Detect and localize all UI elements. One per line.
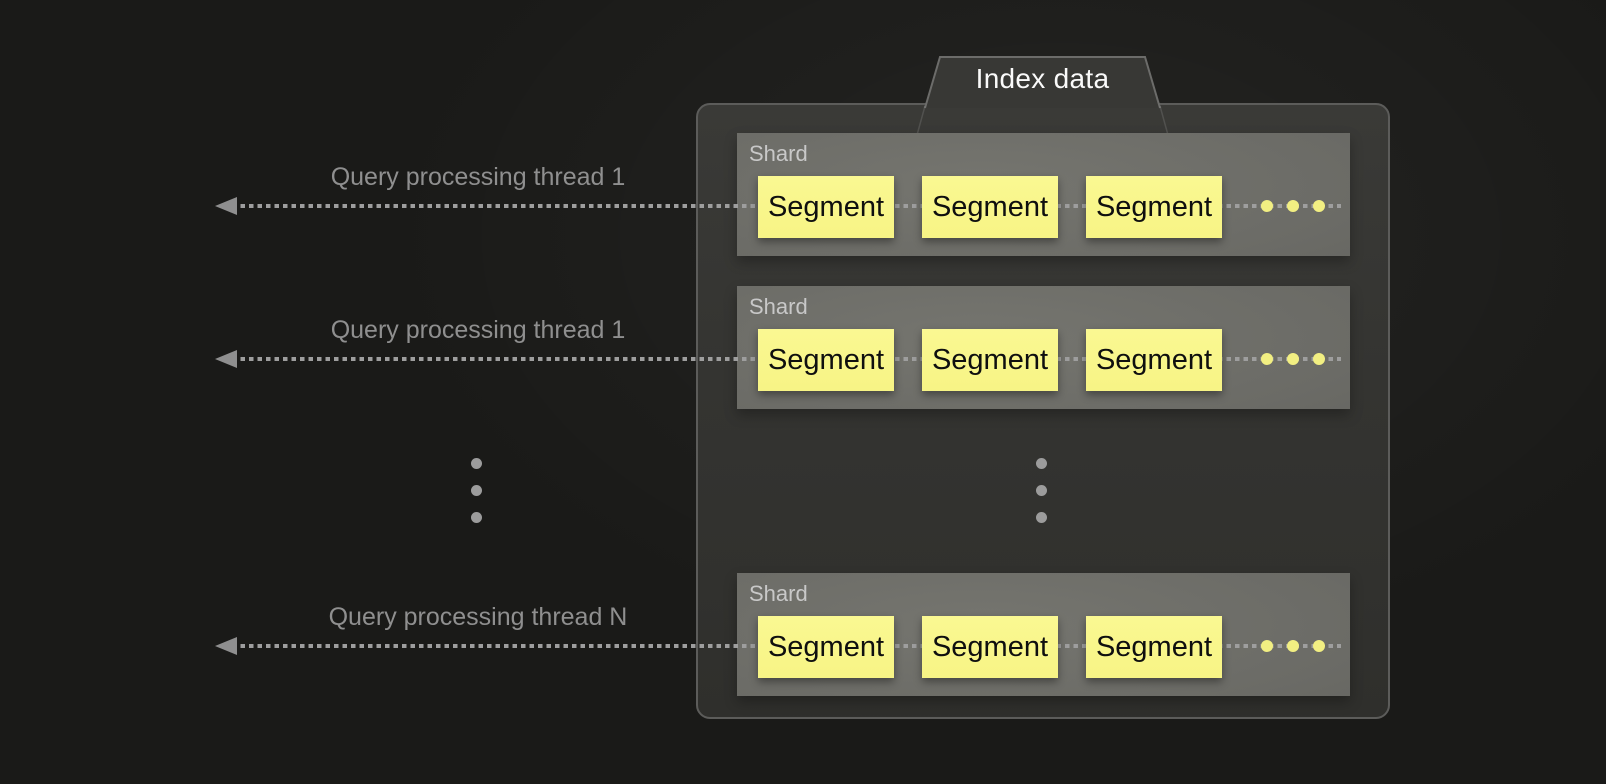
- tab-flap-line-left: [916, 105, 926, 136]
- segment-box: Segment: [758, 616, 894, 678]
- segment-box: Segment: [922, 616, 1058, 678]
- segment-ellipsis-dot: [1261, 353, 1273, 365]
- segment-ellipsis-dot: [1313, 353, 1325, 365]
- ellipsis-dot: [1036, 458, 1047, 469]
- query-thread-label: Query processing thread 1: [330, 163, 626, 191]
- shard-row: Shard Segment Segment Segment: [737, 133, 1350, 256]
- query-thread-label: Query processing thread N: [328, 603, 628, 631]
- segment-ellipsis-dot: [1261, 640, 1273, 652]
- tab-flap-line-right: [1159, 105, 1169, 136]
- ellipsis-dot: [1036, 485, 1047, 496]
- ellipsis-dot: [471, 512, 482, 523]
- index-data-tab-label: Index data: [975, 63, 1110, 94]
- segment-ellipsis-dot: [1287, 640, 1299, 652]
- segment-box: Segment: [922, 176, 1058, 238]
- ellipsis-dot: [471, 458, 482, 469]
- segment-box: Segment: [1086, 616, 1222, 678]
- segment-ellipsis-dot: [1287, 200, 1299, 212]
- ellipsis-dot: [1036, 512, 1047, 523]
- shard-row: Shard Segment Segment Segment: [737, 286, 1350, 409]
- ellipsis-dot: [471, 485, 482, 496]
- segment-ellipsis-dot: [1313, 640, 1325, 652]
- tab-border: [924, 56, 1161, 109]
- shard-row: Shard Segment Segment Segment: [737, 573, 1350, 696]
- segment-ellipsis-dot: [1313, 200, 1325, 212]
- tab-shape: [925, 57, 1160, 108]
- arrow-left-icon: [215, 637, 237, 655]
- segment-box: Segment: [758, 329, 894, 391]
- arrow-left-icon: [215, 197, 237, 215]
- arrow-left-icon: [215, 350, 237, 368]
- segment-ellipsis-dot: [1261, 200, 1273, 212]
- shard-label: Shard: [749, 141, 808, 166]
- index-data-tab: [916, 56, 1169, 136]
- segment-box: Segment: [1086, 176, 1222, 238]
- shard-label: Shard: [749, 581, 808, 606]
- shard-label: Shard: [749, 294, 808, 319]
- segment-ellipsis-dot: [1287, 353, 1299, 365]
- segment-box: Segment: [1086, 329, 1222, 391]
- query-thread-label: Query processing thread 1: [330, 316, 626, 344]
- segment-box: Segment: [758, 176, 894, 238]
- segment-box: Segment: [922, 329, 1058, 391]
